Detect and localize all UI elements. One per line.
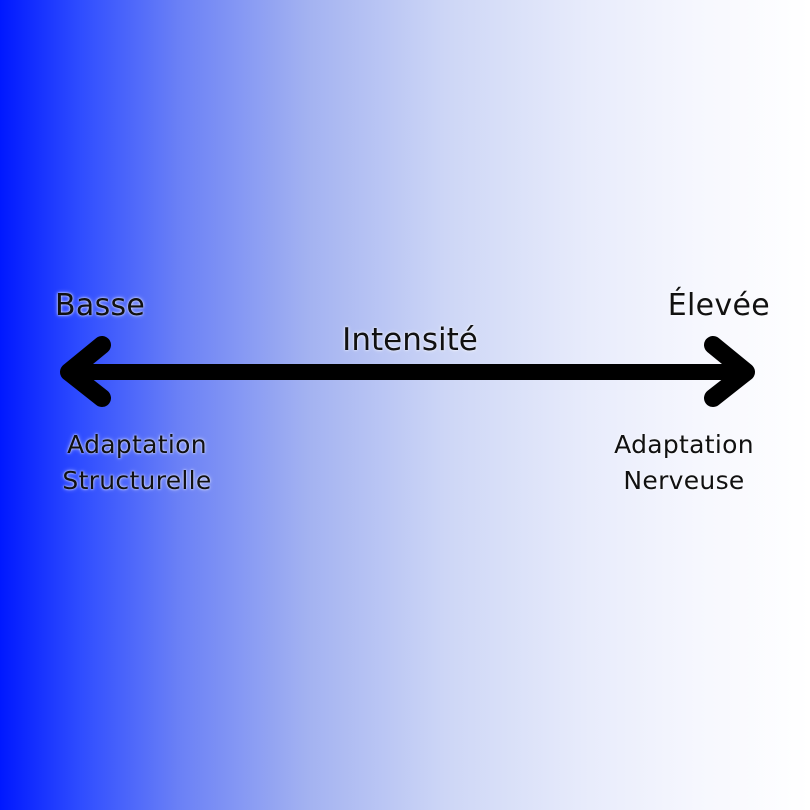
low-outcome-line1: Adaptation	[67, 430, 207, 459]
neural-adaptation-label: Adaptation Nerveuse	[614, 427, 754, 499]
right-arrowhead	[704, 336, 755, 407]
high-intensity-label: Élevée	[667, 288, 770, 323]
axis-title: Intensité	[342, 322, 478, 358]
left-arrowhead	[60, 336, 111, 407]
low-intensity-label: Basse	[55, 288, 146, 323]
low-outcome-line2: Structurelle	[62, 466, 212, 495]
high-outcome-line1: Adaptation	[614, 430, 754, 459]
high-outcome-line2: Nerveuse	[623, 466, 745, 495]
structural-adaptation-label: Adaptation Structurelle	[62, 427, 211, 499]
